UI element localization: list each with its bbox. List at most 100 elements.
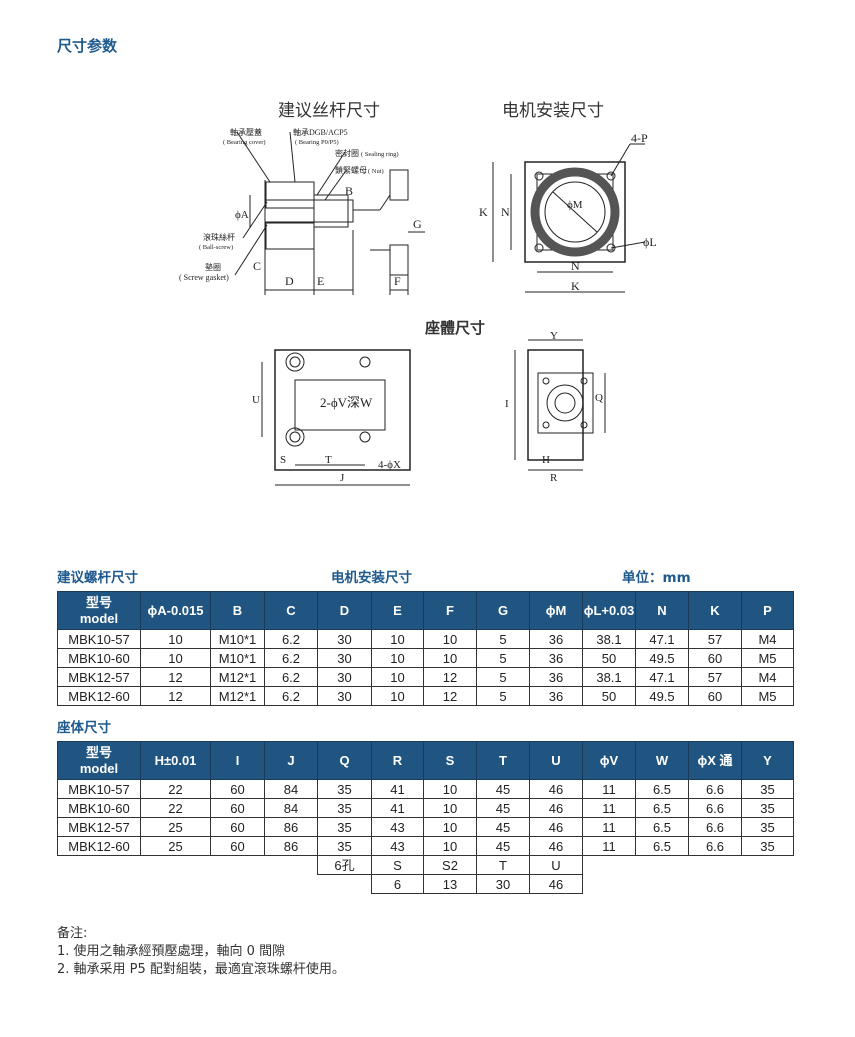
- label-bearing: 軸承DGB/ACP5: [293, 127, 348, 137]
- column-header: K: [688, 591, 742, 630]
- table-cell: 10: [371, 629, 424, 649]
- extra-cell: 13: [423, 874, 477, 894]
- label-t: T: [325, 454, 332, 466]
- blank-cell: [689, 856, 742, 875]
- table-cell: 10: [371, 667, 424, 687]
- label-bearing-en: ( Bearing P0/P5): [295, 139, 339, 146]
- table-cell: 10: [423, 817, 477, 837]
- table-cell: 45: [476, 798, 530, 818]
- extra-cell: 46: [529, 874, 583, 894]
- seat-diagram: 2-ϕV深W 4-ϕX U S T J Y I Q H R: [252, 330, 606, 486]
- table-cell: 60: [210, 779, 265, 799]
- table-cell: 5: [476, 686, 530, 706]
- label-g: G: [413, 217, 422, 231]
- label-a: ϕA: [235, 209, 249, 221]
- notes: 备注: 1. 使用之軸承經預壓處理，軸向 0 間隙 2. 軸承采用 P5 配對組…: [57, 925, 345, 979]
- table-cell: M12*1: [210, 686, 265, 706]
- screw-diagram-title: 建议丝杆尺寸: [278, 101, 380, 121]
- table-cell: MBK10-60: [57, 798, 141, 818]
- label-c: C: [253, 259, 261, 273]
- table-cell: 36: [529, 648, 583, 668]
- table-cell: MBK12-60: [57, 836, 141, 856]
- table-cell: 6.6: [688, 836, 742, 856]
- table-cell: 45: [476, 779, 530, 799]
- table-cell: 41: [371, 798, 424, 818]
- table-cell: M10*1: [210, 648, 265, 668]
- table-cell: 6.2: [264, 648, 318, 668]
- table-cell: 60: [688, 686, 742, 706]
- table-cell: MBK10-57: [57, 779, 141, 799]
- table-cell: 57: [688, 629, 742, 649]
- table-cell: MBK12-60: [57, 686, 141, 706]
- table-cell: MBK12-57: [57, 667, 141, 687]
- table-cell: M4: [741, 629, 794, 649]
- motor-diagram-title: 电机安装尺寸: [502, 101, 604, 121]
- table-cell: 6.2: [264, 667, 318, 687]
- column-header: T: [476, 741, 530, 780]
- table-cell: 60: [688, 648, 742, 668]
- label-e: E: [317, 274, 324, 288]
- column-header: G: [476, 591, 530, 630]
- column-header: H±0.01: [140, 741, 211, 780]
- label-n: N: [501, 205, 510, 219]
- table-cell: 47.1: [635, 667, 689, 687]
- table-cell: 60: [210, 798, 265, 818]
- table-cell: 5: [476, 648, 530, 668]
- label-k: K: [571, 279, 580, 293]
- table-cell: 38.1: [582, 667, 636, 687]
- label-m: ϕM: [567, 199, 583, 211]
- column-header: S: [423, 741, 477, 780]
- table-cell: 46: [529, 779, 583, 799]
- label-d: D: [285, 274, 294, 288]
- label-q: Q: [595, 392, 603, 404]
- table-cell: 45: [476, 817, 530, 837]
- table-cell: 12: [140, 667, 211, 687]
- table-cell: 6.2: [264, 629, 318, 649]
- table-cell: 6.5: [635, 779, 689, 799]
- table-cell: 30: [317, 648, 372, 668]
- table-cell: 30: [317, 629, 372, 649]
- label-u: U: [252, 394, 260, 406]
- blank-cell: [211, 875, 265, 894]
- table-cell: 6.5: [635, 817, 689, 837]
- table-cell: 25: [140, 817, 211, 837]
- table-cell: 10: [423, 779, 477, 799]
- table2-title: 座体尺寸: [57, 720, 111, 736]
- label-v: 2-ϕV深W: [320, 395, 373, 410]
- table-cell: 11: [582, 798, 636, 818]
- table-cell: 46: [529, 817, 583, 837]
- blank-cell: [58, 875, 141, 894]
- table-cell: 50: [582, 648, 636, 668]
- label-b: B: [345, 184, 353, 198]
- extra-cell: S: [371, 855, 424, 875]
- table-cell: 12: [423, 667, 477, 687]
- label-bearing-cover: 軸承壓蓋: [230, 127, 262, 137]
- table-cell: 36: [529, 686, 583, 706]
- extra-cell: S2: [423, 855, 477, 875]
- table-cell: 11: [582, 836, 636, 856]
- blank-cell: [689, 875, 742, 894]
- column-header: F: [423, 591, 477, 630]
- column-header: B: [210, 591, 265, 630]
- table-cell: 84: [264, 779, 318, 799]
- label-s: S: [280, 454, 286, 466]
- table-cell: 45: [476, 836, 530, 856]
- table-cell: 35: [317, 817, 372, 837]
- table-cell: 30: [317, 667, 372, 687]
- table-cell: M4: [741, 667, 794, 687]
- table-cell: 5: [476, 667, 530, 687]
- table-cell: 57: [688, 667, 742, 687]
- table-cell: 46: [529, 836, 583, 856]
- table-cell: 12: [423, 686, 477, 706]
- label-gasket-en: ( Screw gasket): [179, 273, 229, 282]
- table-cell: 41: [371, 779, 424, 799]
- table-cell: 6.5: [635, 798, 689, 818]
- column-header: J: [264, 741, 318, 780]
- column-header: E: [371, 591, 424, 630]
